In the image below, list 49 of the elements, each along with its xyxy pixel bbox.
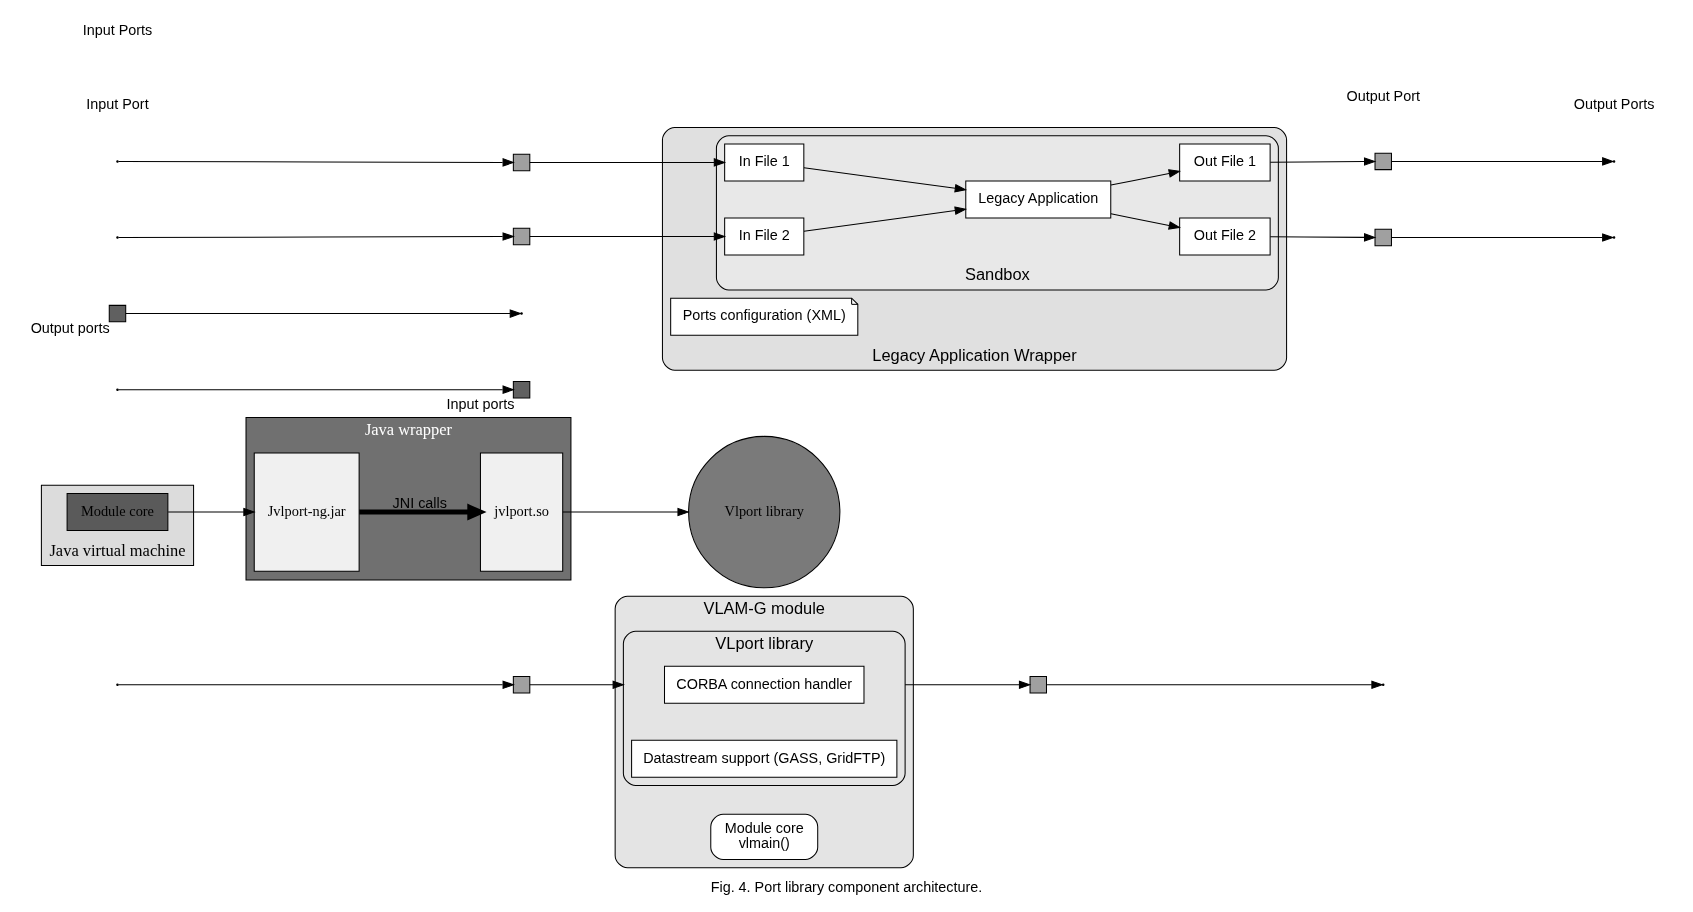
label: Output Ports (1573, 95, 1655, 112)
arrow (118, 385, 515, 394)
node-box (512, 227, 531, 246)
node-box: Out File 2 (1179, 217, 1271, 256)
node-box: Module core (66, 493, 169, 532)
node-box (1374, 152, 1392, 171)
arrow (359, 503, 487, 521)
arrow (562, 507, 690, 517)
arrow (529, 680, 625, 690)
node-box (512, 380, 531, 399)
node-box: In File 2 (724, 217, 805, 256)
arrow (529, 158, 727, 167)
arrow (118, 232, 515, 241)
node-label: Input ports (446, 396, 515, 413)
node-box (512, 153, 531, 172)
arrow (1391, 233, 1615, 242)
label: Input Port (86, 95, 149, 112)
arrow (1269, 157, 1377, 166)
arrow (118, 680, 515, 690)
arrow (125, 309, 523, 318)
node-box: Jvlport-ng.jar (253, 452, 360, 572)
arrow (803, 167, 968, 193)
node-box: Out File 1 (1179, 143, 1271, 182)
arrow (1110, 169, 1181, 186)
node-box: In File 1 (724, 143, 805, 182)
label: Input Ports (82, 21, 153, 38)
node-box: CORBA connection handler (664, 665, 865, 704)
arrow (1269, 233, 1377, 242)
node-label: Output ports (30, 320, 110, 337)
node-box (1029, 676, 1047, 694)
node-box (512, 676, 531, 694)
node-box (108, 304, 127, 323)
label: Output Port (1346, 88, 1420, 105)
arrow (1391, 157, 1615, 166)
node-box: Datastream support (GASS, GridFTP) (631, 739, 898, 778)
node-circle: Vlport library (688, 435, 841, 589)
node-box (1374, 228, 1392, 247)
node-box: Legacy Application (965, 180, 1112, 219)
edge-label: JNI calls (392, 495, 447, 512)
node-box: Module core vlmain() (710, 813, 819, 861)
arrow (118, 158, 515, 167)
caption: Fig. 4. Port library component architecture. (710, 878, 983, 895)
arrow (529, 232, 727, 241)
arrow (1110, 213, 1181, 230)
node-box: jvlport.so (479, 452, 564, 572)
arrow (803, 206, 968, 232)
arrow (1046, 680, 1384, 690)
arrow (904, 680, 1032, 690)
arrow (167, 507, 256, 517)
